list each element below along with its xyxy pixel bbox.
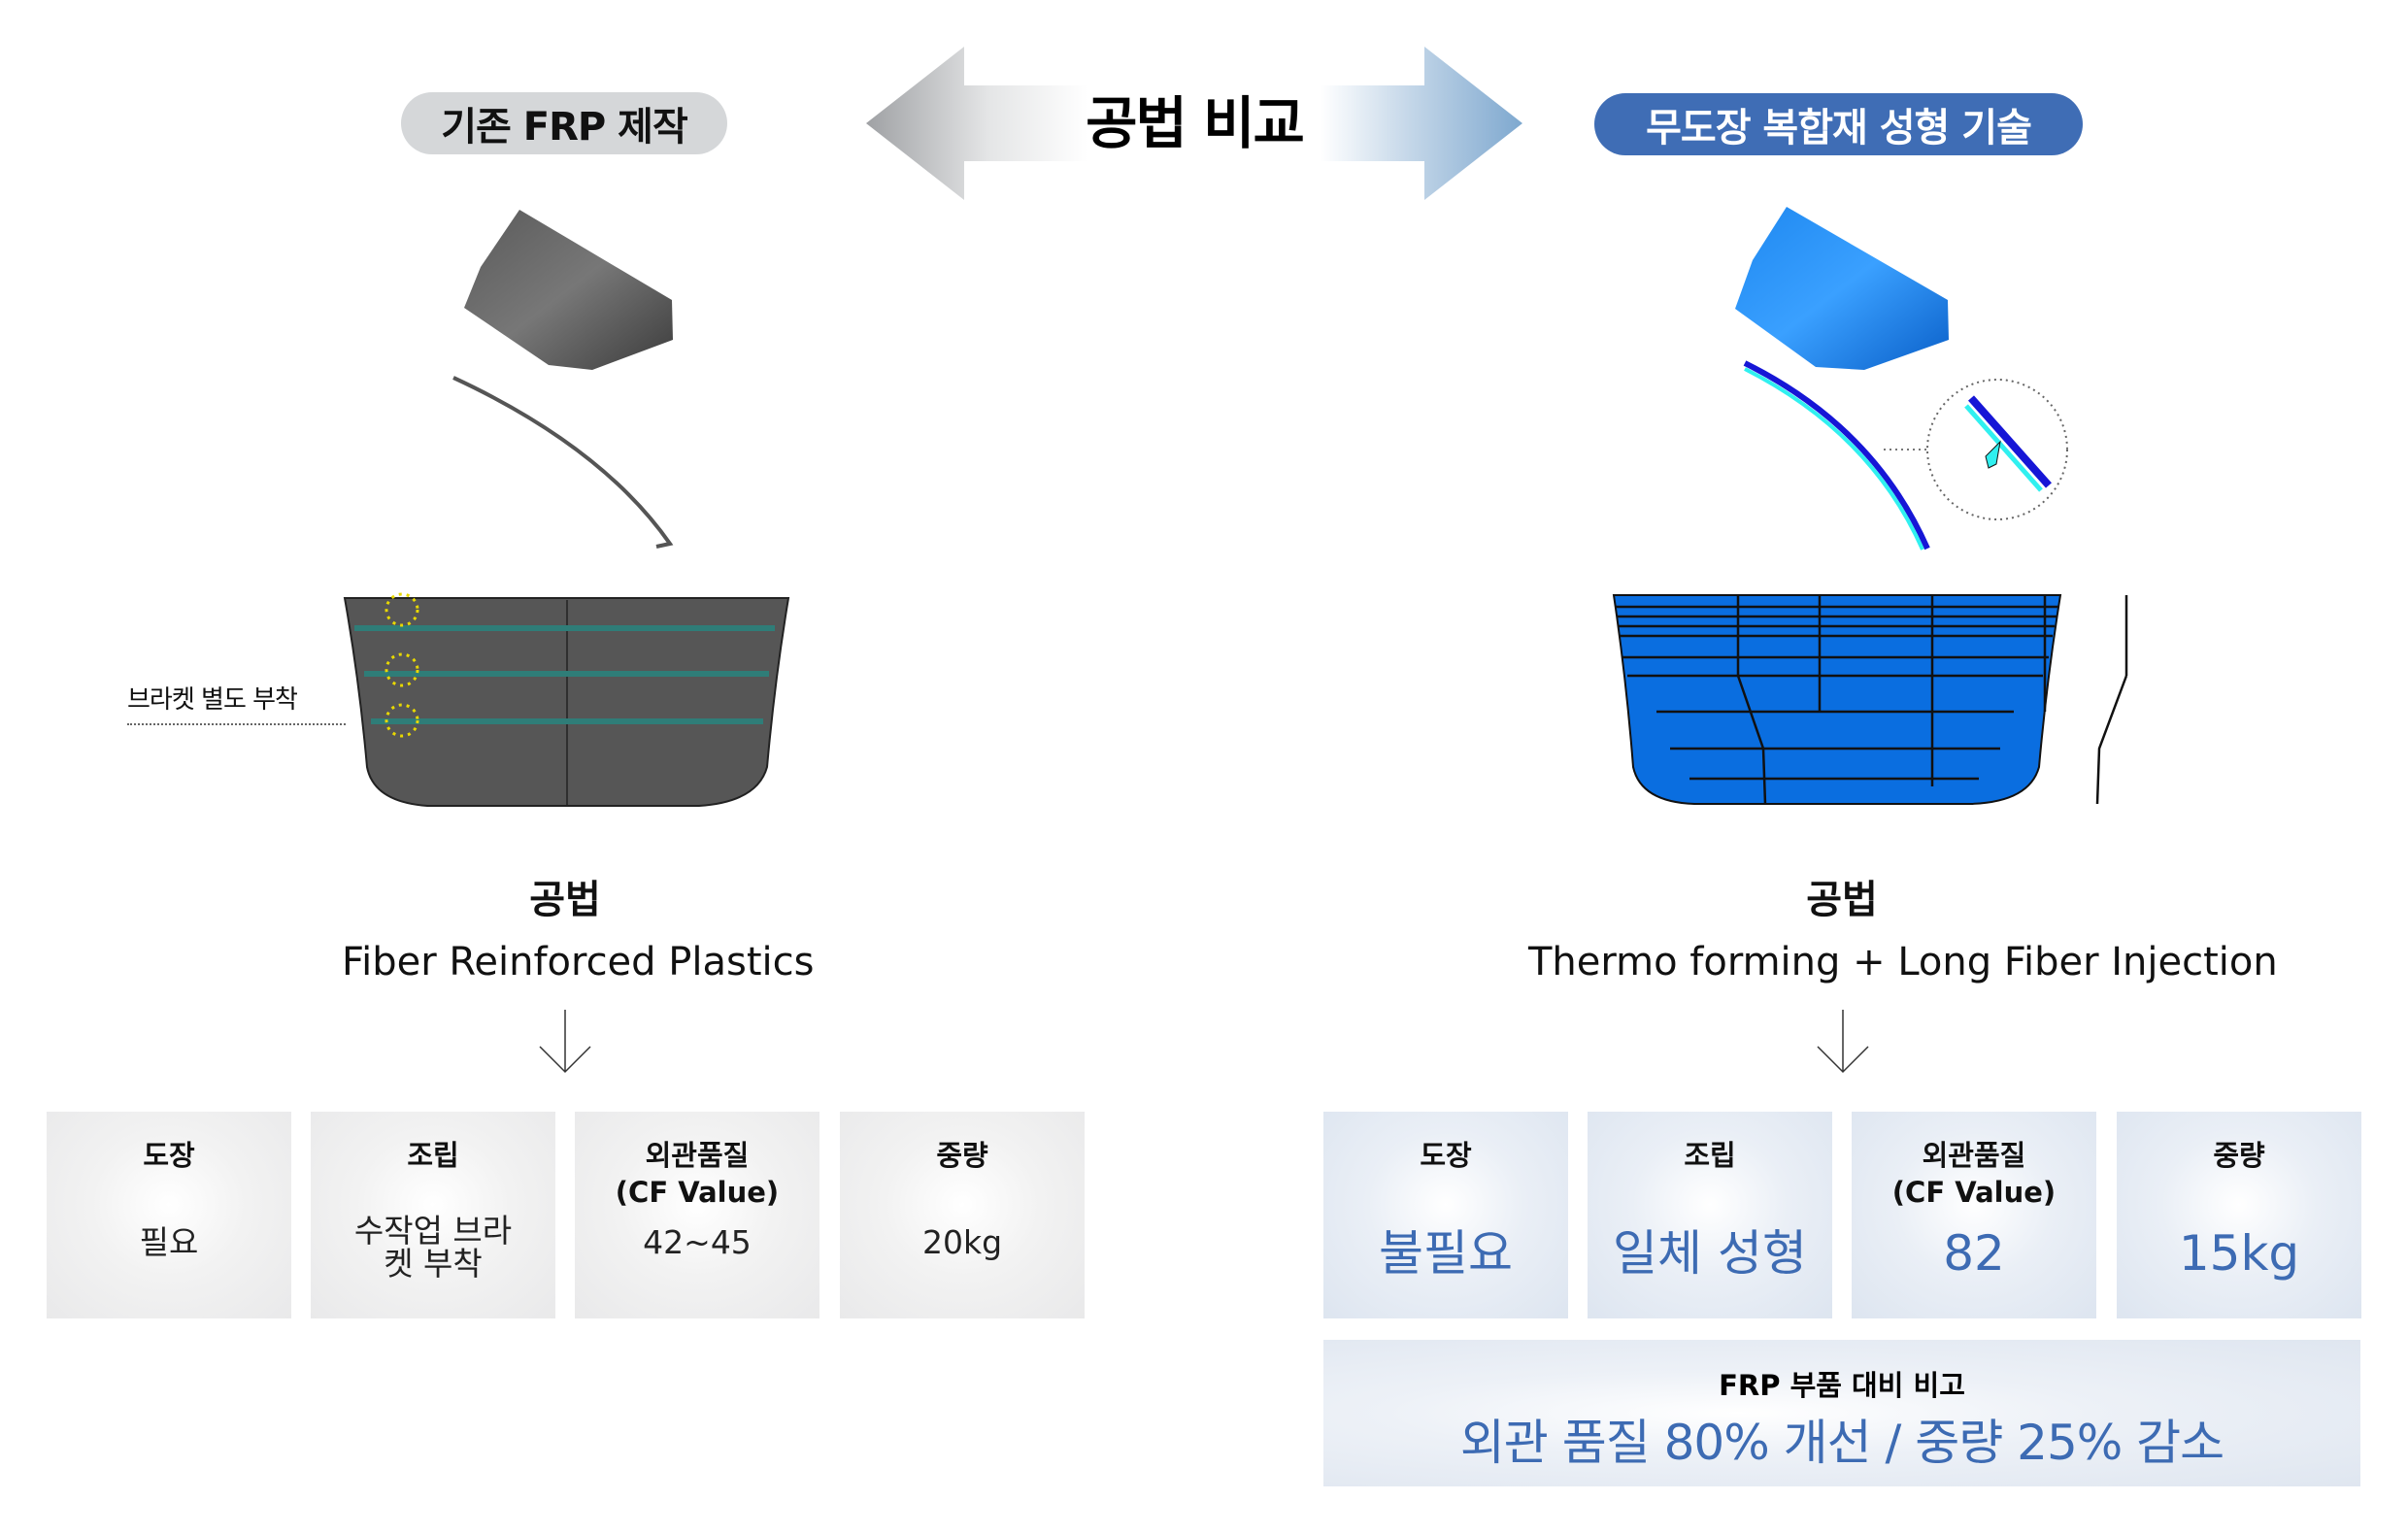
- card-label: 도장: [1420, 1139, 1472, 1172]
- spoiler-part-blue: [1735, 207, 1949, 370]
- composite-assembly-card: 조립 일체 성형: [1588, 1112, 1832, 1318]
- card-sublabel: (CF Value): [1891, 1176, 2057, 1209]
- card-label: 도장: [143, 1139, 195, 1172]
- summary-banner: FRP 부품 대비 비고 외관 품질 80% 개선 / 중량 25% 감소: [1323, 1340, 2360, 1486]
- right-method-heading: 공법: [1806, 878, 1878, 922]
- card-label: 외관품질: [1922, 1139, 2026, 1172]
- legacy-method-label: 기존 FRP 제작: [401, 92, 727, 154]
- card-value: 82: [1943, 1225, 2005, 1282]
- left-down-arrow-icon: [539, 1010, 591, 1074]
- bracket-callout-label: 브라켓 별도 부착: [127, 685, 298, 715]
- right-down-arrow-icon: [1817, 1010, 1869, 1074]
- bracket-rails: [354, 625, 775, 724]
- card-label: 조립: [1684, 1139, 1736, 1172]
- frp-assembly-card: 조립 수작업 브라켓 부착: [311, 1112, 555, 1318]
- card-value: 불필요: [1379, 1225, 1513, 1282]
- spoiler-part-gray: [464, 210, 673, 370]
- comparison-double-arrow: [866, 47, 1522, 200]
- card-value: 수작업 브라켓 부착: [353, 1212, 513, 1283]
- card-value: 20kg: [921, 1223, 1003, 1261]
- frp-painting-card: 도장 필요: [47, 1112, 291, 1318]
- composite-painting-card: 도장 불필요: [1323, 1112, 1568, 1318]
- card-value: 42~45: [643, 1223, 752, 1261]
- card-label: 중량: [936, 1139, 988, 1172]
- frp-part-illustration: [343, 210, 790, 807]
- hull-grid-lines: [1616, 595, 2128, 805]
- callout-leader-line: [127, 723, 346, 725]
- right-method-name: Thermo forming + Long Fiber Injection: [1528, 940, 2278, 984]
- card-label: 중량: [2213, 1139, 2265, 1172]
- left-method-name: Fiber Reinforced Plastics: [342, 940, 815, 984]
- right-arrow-shape: [1321, 47, 1522, 200]
- composite-appearance-quality-card: 외관품질 (CF Value) 82: [1852, 1112, 2096, 1318]
- card-value: 15kg: [2178, 1225, 2300, 1282]
- bracket-highlight-circles: [385, 592, 419, 738]
- hull-panel-blue: [1612, 594, 2062, 805]
- page-title: 공법 비교: [1086, 90, 1305, 156]
- frp-appearance-quality-card: 외관품질 (CF Value) 42~45: [575, 1112, 819, 1318]
- card-value: 일체 성형: [1613, 1225, 1807, 1282]
- card-label: 외관품질: [645, 1139, 750, 1172]
- composite-part-illustration: [1612, 207, 2128, 805]
- cross-section-curve-blue: [1743, 360, 1930, 550]
- summary-text: 외관 품질 80% 개선 / 중량 25% 감소: [1459, 1415, 2224, 1471]
- new-method-label: 무도장 복합재 성형 기술: [1594, 93, 2083, 155]
- card-sublabel: (CF Value): [615, 1176, 780, 1209]
- frp-weight-card: 중량 20kg: [840, 1112, 1085, 1318]
- summary-heading: FRP 부품 대비 비고: [1719, 1369, 1965, 1402]
- card-label: 조립: [407, 1139, 459, 1172]
- composite-weight-card: 중량 15kg: [2117, 1112, 2361, 1318]
- cross-section-curve-gray: [452, 376, 674, 549]
- left-method-heading: 공법: [529, 878, 601, 922]
- card-value: 필요: [139, 1223, 199, 1261]
- left-arrow-shape: [866, 47, 1087, 200]
